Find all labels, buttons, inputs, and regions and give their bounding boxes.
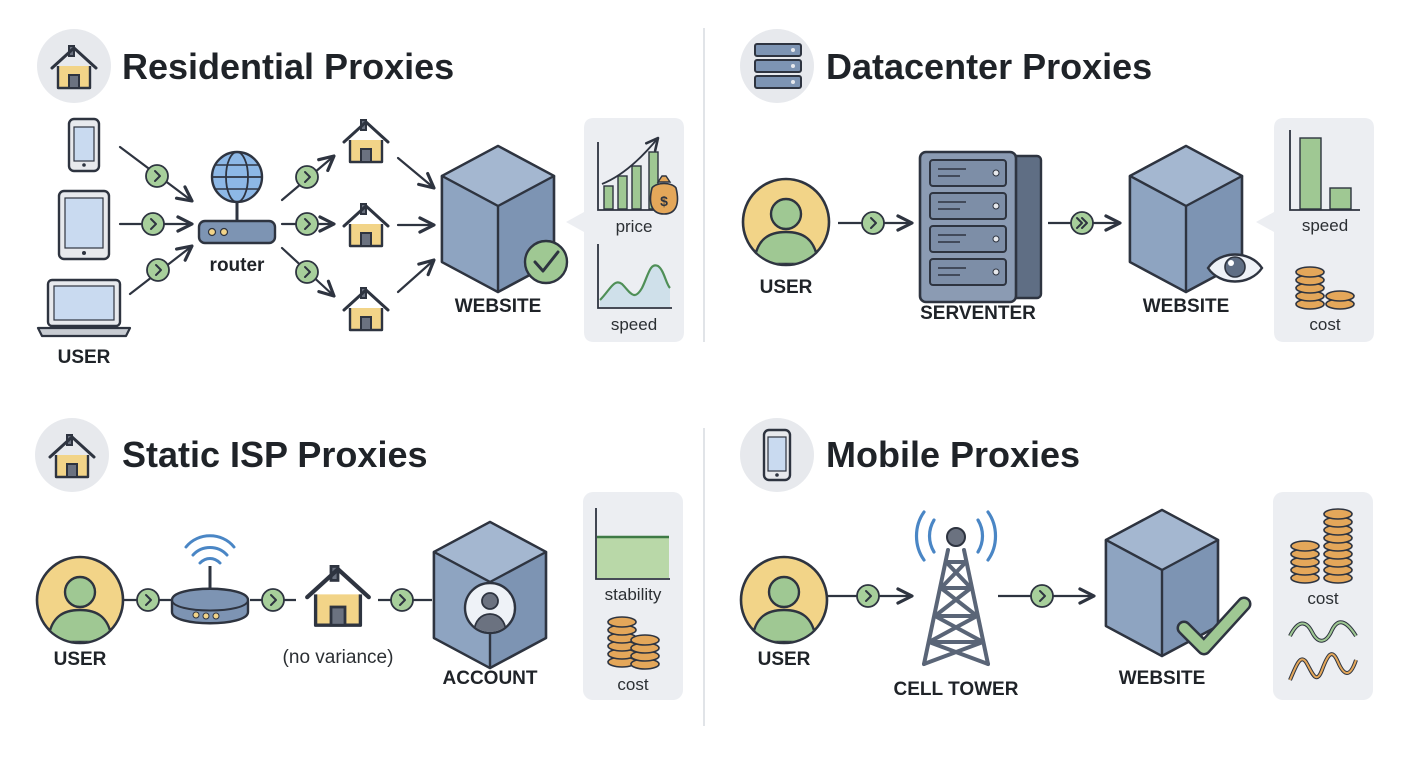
user-avatar [37, 557, 123, 643]
arrow-badge [146, 258, 170, 282]
wifi-router-icon [170, 534, 250, 625]
router-icon [197, 150, 277, 245]
datacenter-metrics-card: speed cost [1256, 118, 1374, 342]
arrow-badge [856, 584, 880, 608]
residential-panel: Residential Proxies USER [36, 29, 684, 368]
cost-metric-label: cost [1309, 315, 1340, 334]
house-icon [342, 118, 390, 164]
static-isp-title: Static ISP Proxies [122, 434, 428, 475]
router-label: router [210, 255, 266, 276]
user-avatar [741, 557, 827, 643]
house-icon [307, 566, 369, 625]
price-chart-icon: $ [597, 136, 679, 215]
arrow-badge [1030, 584, 1054, 608]
mobile-website-label: WEBSITE [1119, 668, 1206, 689]
cost-metric-label: cost [1307, 589, 1338, 608]
datacenter-user-label: USER [760, 277, 813, 298]
house-icon [342, 286, 390, 332]
server-label: SERVENTER [920, 303, 1036, 324]
static-isp-panel: Static ISP Proxies USER (no variance) [35, 418, 683, 700]
tablet-icon [57, 189, 111, 261]
house-icon [37, 29, 111, 103]
mobile-user-label: USER [758, 649, 811, 670]
cell-tower-label: CELL TOWER [894, 679, 1019, 700]
eye-icon [1206, 253, 1264, 283]
datacenter-title: Datacenter Proxies [826, 46, 1152, 87]
static-metrics-card: stability cost [583, 492, 683, 700]
static-user-label: USER [54, 649, 107, 670]
speed-metric-label: speed [1302, 216, 1348, 235]
speed-metric-label: speed [611, 315, 657, 334]
arrow-badge [141, 212, 165, 236]
checkmark-icon [523, 239, 569, 285]
signal-wave-icon [1288, 620, 1358, 681]
smartphone-icon [740, 418, 814, 492]
datacenter-website-label: WEBSITE [1143, 296, 1230, 317]
datacenter-panel: Datacenter Proxies USER SERVENTER [740, 29, 1374, 342]
stability-chart-icon [595, 508, 670, 580]
price-metric-label: price [616, 217, 653, 236]
stability-metric-label: stability [605, 585, 662, 604]
mobile-title: Mobile Proxies [826, 434, 1080, 475]
no-variance-note: (no variance) [283, 647, 394, 668]
arrow-badge-double [1070, 211, 1094, 235]
user-avatar [743, 179, 829, 265]
arrow-badge [295, 165, 319, 189]
checkmark-icon [1176, 596, 1252, 656]
arrow-badge [295, 260, 319, 284]
residential-title: Residential Proxies [122, 46, 454, 87]
house-arrows [396, 156, 436, 294]
speed-bar-icon [1289, 130, 1360, 211]
arrow-badge [861, 211, 885, 235]
server-icon [918, 150, 1043, 304]
arrow-badge [136, 588, 160, 612]
account-avatar-icon [463, 581, 517, 635]
house-icon [342, 202, 390, 248]
arrow-badge [261, 588, 285, 612]
mobile-metrics-card: cost [1273, 492, 1373, 700]
arrow-badge [390, 588, 414, 612]
arrow-badge [295, 212, 319, 236]
account-label: ACCOUNT [443, 668, 538, 689]
svg-text:$: $ [660, 193, 668, 209]
house-icon [35, 418, 109, 492]
speed-chart-icon [597, 244, 672, 309]
cost-metric-label: cost [617, 675, 648, 694]
residential-user-label: USER [58, 347, 111, 368]
residential-metrics-card: $ price speed [566, 118, 684, 342]
cell-tower-icon [914, 510, 998, 666]
residential-website-label: WEBSITE [455, 296, 542, 317]
arrow-badge [145, 164, 169, 188]
server-rack-icon [740, 29, 814, 103]
mobile-panel: Mobile Proxies USER CELL TOWER WEBSITE [740, 418, 1373, 700]
laptop-icon [36, 278, 132, 338]
phone-icon [67, 117, 101, 173]
website-cube-icon [1104, 508, 1220, 658]
